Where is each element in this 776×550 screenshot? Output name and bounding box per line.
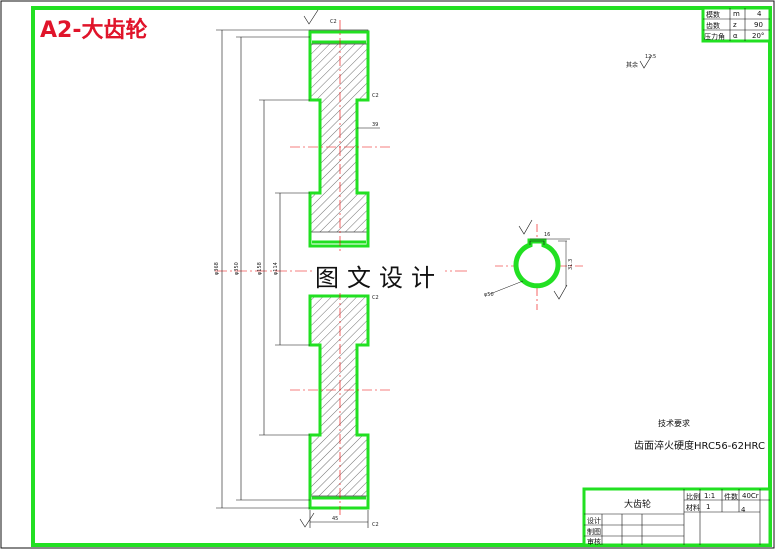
title-block (582, 487, 772, 547)
dim-chamfer-lower: C2 (372, 295, 379, 301)
part-name: 大齿轮 (624, 500, 652, 510)
tb-row-design: 设计 (587, 517, 601, 525)
dim-width: 45 (332, 516, 338, 522)
param-name-1: 齿数 (706, 22, 720, 30)
drawing-label: A2-大齿轮 (40, 18, 148, 43)
roughness-value: 12.5 (645, 54, 656, 60)
bore-view (489, 219, 585, 310)
gear-section-lower (290, 290, 390, 515)
dim-chamfer-top: C2 (330, 19, 337, 25)
drawing-border (31, 6, 772, 547)
roughness-symbol (299, 9, 653, 528)
param-val-0: 4 (757, 10, 762, 18)
tb-row-review: 审核 (587, 538, 601, 546)
diameter-dimensions (216, 29, 380, 528)
dim-chamfer-bottom: C2 (372, 522, 379, 528)
dim-bore-diameter: φ114 (273, 262, 279, 275)
dim-bore: φ50 (484, 292, 494, 298)
gear-section-upper (290, 20, 390, 252)
param-sym-1: z (733, 21, 737, 29)
dim-chamfer-hub: C2 (372, 93, 379, 99)
dim-key-depth: 31.3 (568, 259, 574, 270)
dim-key-width: 16 (544, 232, 550, 238)
scale-value: 1:1 (704, 492, 716, 500)
qty-label: 件数 (724, 493, 738, 501)
param-table (701, 6, 772, 43)
param-sym-0: m (733, 10, 740, 18)
tb-row-drafting: 制图 (587, 528, 601, 536)
dim-outer-diameter: φ368 (214, 262, 220, 275)
material-value: 40Cr (742, 492, 759, 500)
param-name-0: 模数 (706, 11, 720, 19)
param-sym-2: α (733, 32, 738, 40)
qty-value: 1 (706, 503, 711, 511)
roughness-note: 其余 (626, 62, 639, 69)
tech-requirements-title: 技术要求 (658, 419, 690, 428)
param-name-2: 压力角 (704, 33, 725, 41)
param-val-1: 90 (754, 21, 763, 29)
tech-requirements-text: 齿面淬火硬度HRC56-62HRC (634, 441, 765, 452)
sheet-number: 4 (741, 506, 746, 514)
material-label: 材料 (686, 504, 700, 512)
watermark: 图文设计 (313, 258, 445, 293)
param-val-2: 20° (752, 32, 765, 40)
scale-label: 比例 (686, 493, 700, 501)
dim-root-diameter: φ350 (234, 262, 240, 275)
dim-hub-length: 39 (372, 122, 378, 128)
dim-hub-diameter: φ158 (257, 262, 263, 275)
